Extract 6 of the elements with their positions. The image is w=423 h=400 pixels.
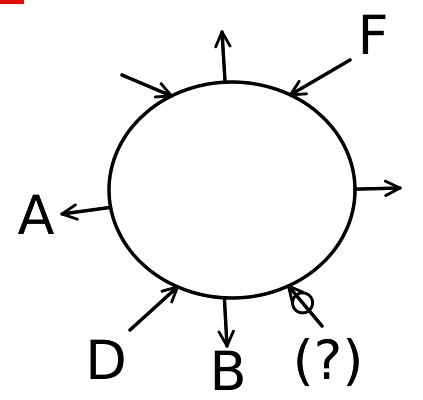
node-label: (?)	[292, 334, 364, 388]
node-label: B	[209, 345, 247, 399]
node-label: F	[357, 9, 389, 63]
node-label: D	[85, 334, 127, 388]
node-label: A	[18, 189, 54, 243]
circle-shape	[107, 80, 357, 300]
